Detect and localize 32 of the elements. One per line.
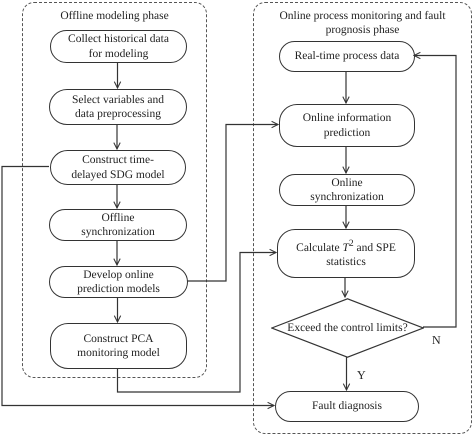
- edge-label: N: [431, 333, 442, 347]
- process-box: Offline synchronization: [49, 209, 187, 241]
- arrow: [413, 52, 457, 328]
- dashed-group-frame: [253, 2, 472, 434]
- process-box: Construct PCA monitoring model: [50, 323, 187, 369]
- dashed-group-frame: [22, 2, 207, 378]
- group-title: Offline modeling phase: [59, 9, 170, 24]
- decision-diamond: Exceed the control limits?: [271, 298, 424, 358]
- arrow: [342, 71, 350, 104]
- process-box: Select variables and data preprocessing: [49, 89, 187, 125]
- process-box: Online synchronization: [279, 174, 415, 206]
- group-title: Online process monitoring and fault prognosis phase: [278, 9, 447, 38]
- process-box: Collect historical data for modeling: [50, 30, 187, 63]
- arrow: [1, 166, 275, 410]
- arrow: [342, 205, 350, 229]
- arrow: [114, 297, 122, 323]
- process-box: Online information prediction: [279, 104, 415, 147]
- arrow: [341, 277, 349, 298]
- arrow: [113, 124, 121, 150]
- arrow: [113, 184, 121, 209]
- process-box: Construct time-delayed SDG model: [50, 150, 186, 185]
- process-box: Real-time process data: [279, 41, 415, 72]
- arrow: [342, 357, 350, 391]
- arrow: [187, 120, 279, 282]
- process-box: Calculate T$^{2}$ and SPE statistics: [277, 229, 415, 278]
- process-box: Develop online prediction models: [49, 266, 188, 298]
- arrow: [114, 62, 122, 89]
- edge-label: Y: [356, 368, 367, 382]
- arrow: [342, 146, 350, 174]
- arrow: [116, 248, 277, 393]
- process-box: Fault diagnosis: [275, 391, 419, 422]
- arrow: [113, 240, 121, 266]
